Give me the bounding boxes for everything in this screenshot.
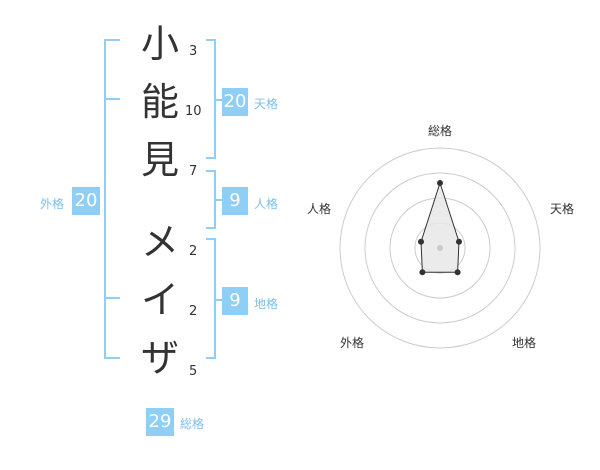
radar-point — [418, 238, 424, 245]
radar-ring — [339, 147, 541, 349]
soukaku-label: 総格 — [180, 417, 205, 431]
name-char-6: ザ — [140, 336, 179, 380]
name-char-1: 小 — [140, 22, 179, 66]
stroke-count-6: 5 — [189, 364, 198, 379]
stroke-count-1: 3 — [189, 44, 198, 59]
radar-label-jinkaku: 人格 — [306, 202, 331, 216]
radar-point — [437, 180, 443, 186]
radar-label-gaikaku: 外格 — [339, 336, 364, 350]
name-char-3: 見 — [140, 138, 179, 182]
stroke-count-2: 10 — [185, 104, 202, 119]
radar-point — [454, 269, 461, 276]
stroke-count-5: 2 — [189, 304, 198, 319]
radar-center — [437, 245, 443, 251]
name-char-5: イ — [140, 278, 179, 322]
radar-polygon — [420, 181, 460, 273]
chikaku-badge: 9 — [222, 287, 248, 315]
radar-label-chikaku: 地格 — [511, 336, 536, 350]
name-char-4: メ — [140, 220, 179, 264]
tenkaku-label: 天格 — [254, 97, 279, 111]
tenkaku-badge: 20 — [222, 88, 248, 116]
stroke-count-4: 2 — [189, 244, 198, 259]
name-char-2: 能 — [140, 80, 179, 124]
gaikaku-label: 外格 — [40, 197, 65, 211]
soukaku-badge: 29 — [146, 408, 174, 436]
gaikaku-badge: 20 — [72, 187, 100, 215]
radar-point — [456, 238, 462, 245]
jinkaku-badge: 9 — [222, 187, 248, 215]
radar-ring — [364, 172, 516, 324]
radar-label-tenkaku: 天格 — [549, 202, 574, 216]
radar-label-soukaku: 総格 — [427, 124, 452, 138]
radar-chart — [339, 147, 541, 349]
jinkaku-label: 人格 — [254, 197, 279, 211]
stroke-count-3: 7 — [189, 164, 198, 179]
radar-point — [419, 269, 426, 276]
chikaku-label: 地格 — [254, 297, 279, 311]
